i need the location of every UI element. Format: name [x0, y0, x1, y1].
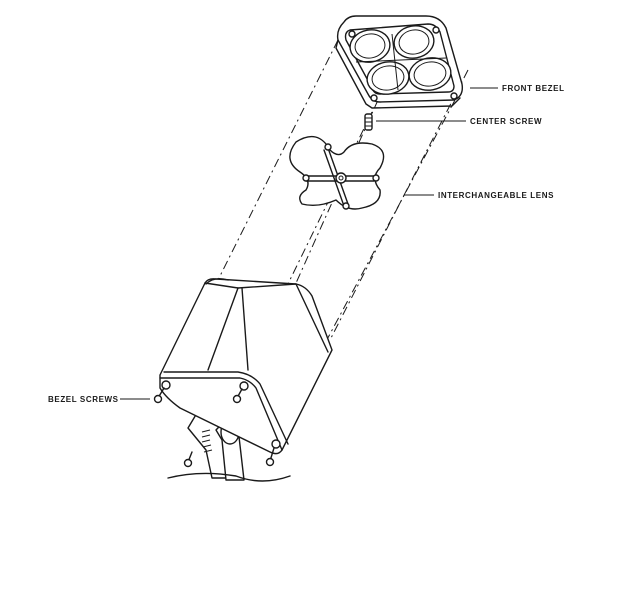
bezel-optic-top-left [349, 29, 391, 63]
bezel-optic-top-right [393, 25, 435, 59]
callout-bezel-screws-label: BEZEL SCREWS [48, 395, 119, 404]
mounting-knuckle-ribs [201, 429, 213, 453]
bezel-screw-bottom-right [265, 447, 275, 467]
callout-center-screw-label: CENTER SCREW [470, 117, 542, 126]
housing-screw-hole-bottom-right [271, 439, 281, 449]
interchangeable-lens [289, 135, 385, 210]
housing-screw-hole-top-left [161, 380, 171, 390]
fixture-housing [159, 277, 333, 482]
bezel-screw-bottom-left [183, 451, 193, 468]
callout-interchangeable-lens: INTERCHANGEABLE LENS [404, 191, 554, 200]
callout-bezel-screws: BEZEL SCREWS [48, 395, 150, 404]
bezel-screw-top-left [153, 387, 165, 404]
callout-front-bezel: FRONT BEZEL [470, 84, 565, 93]
center-screw [364, 113, 373, 131]
housing-screw-hole-top-right [239, 381, 249, 391]
front-bezel [335, 15, 464, 109]
bezel-optic-bottom-right [408, 57, 452, 91]
callout-front-bezel-label: FRONT BEZEL [502, 84, 565, 93]
bezel-screw-top-right [232, 388, 243, 404]
callout-center-screw: CENTER SCREW [376, 117, 542, 126]
bezel-optic-bottom-left [366, 61, 410, 95]
callout-interchangeable-lens-label: INTERCHANGEABLE LENS [438, 191, 554, 200]
